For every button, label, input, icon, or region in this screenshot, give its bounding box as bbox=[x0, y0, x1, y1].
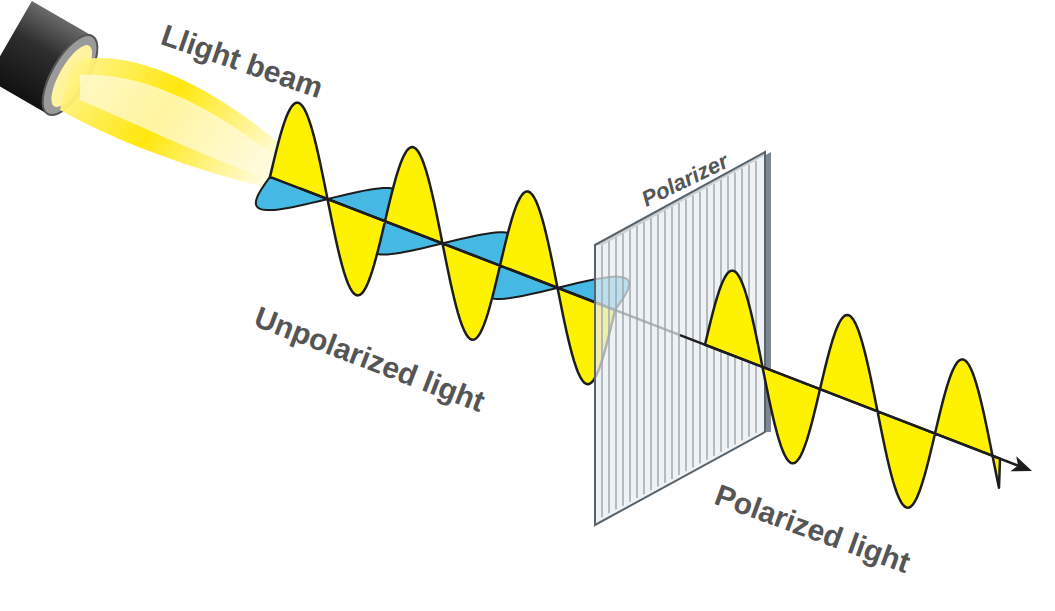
polarizer-slit bbox=[671, 207, 672, 479]
polarizer-slit bbox=[657, 215, 658, 487]
polarized-wave bbox=[680, 271, 1032, 508]
polarizer-slit bbox=[678, 203, 679, 475]
unpolarized-label: Unpolarized light bbox=[250, 300, 489, 418]
polarizer-slit bbox=[650, 218, 651, 490]
polarizer-slit bbox=[615, 238, 616, 510]
polarized-label: Polarized light bbox=[711, 478, 915, 579]
polarizer-slit bbox=[664, 211, 665, 483]
polarizer-slit bbox=[685, 199, 686, 471]
polarizer-slit bbox=[608, 241, 609, 513]
polarizer-slit bbox=[692, 195, 693, 467]
polarizer-slit bbox=[643, 222, 644, 494]
beam-axis bbox=[680, 335, 1020, 466]
polarizer-slit bbox=[629, 230, 630, 502]
polarizer-slit bbox=[601, 245, 602, 517]
polarizer-slit bbox=[706, 188, 707, 460]
polarized-component bbox=[705, 271, 1000, 508]
polarizer-slit bbox=[636, 226, 637, 498]
polarizer-slit bbox=[622, 234, 623, 506]
polarizer-slit bbox=[699, 192, 700, 464]
arrow-head bbox=[1010, 456, 1032, 471]
polarizer-slit bbox=[755, 161, 756, 433]
